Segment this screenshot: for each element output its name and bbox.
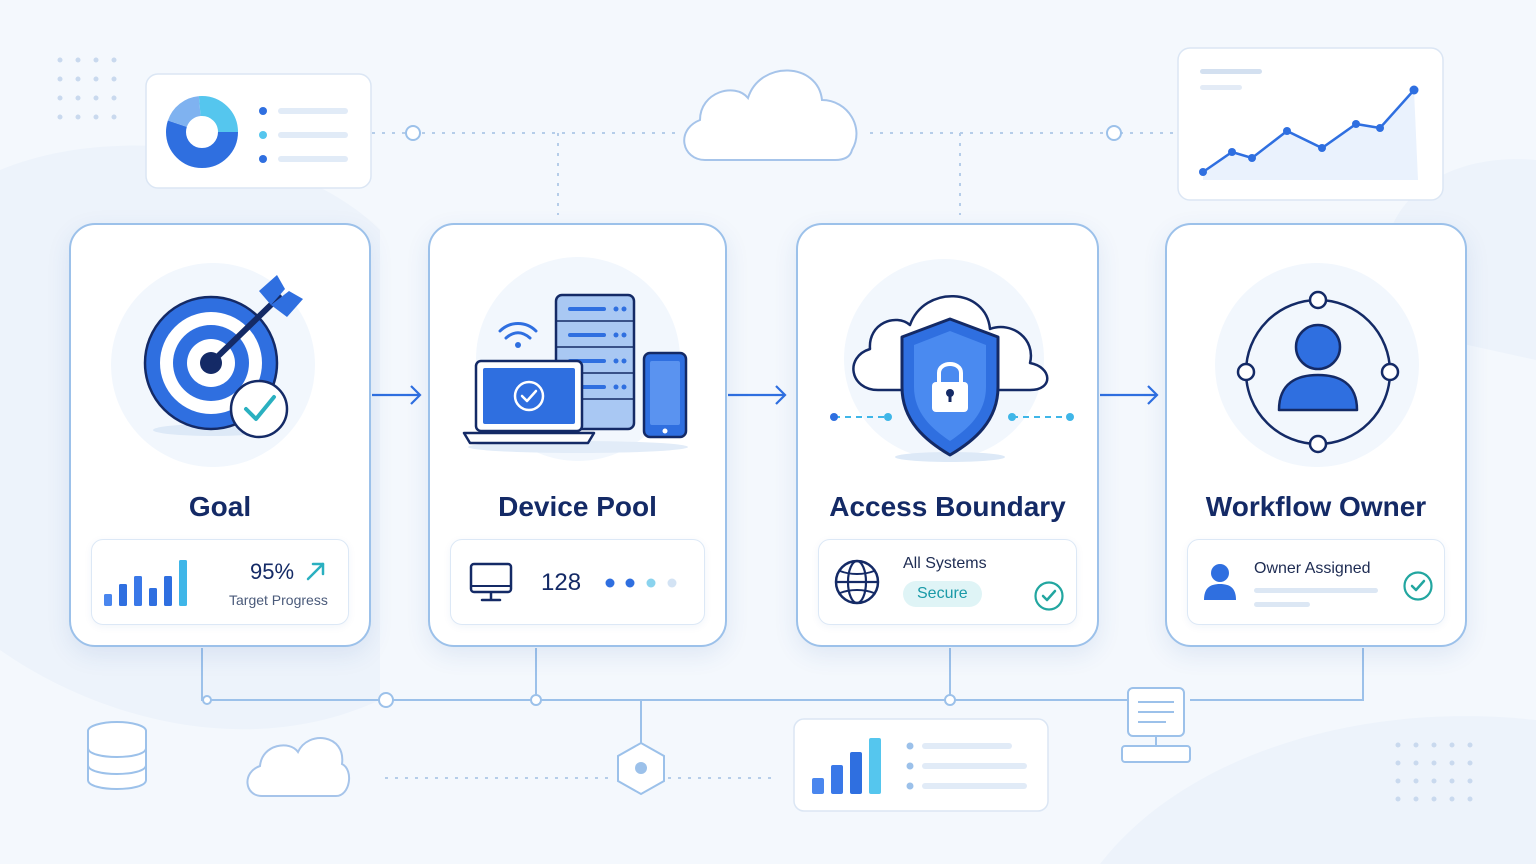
step-card-device-pool[interactable]: Device Pool 128 (428, 223, 727, 647)
cloud-icon (683, 69, 858, 161)
owner-status-label: Owner Assigned (1254, 560, 1371, 577)
check-circle-icon (1034, 581, 1064, 611)
bus-nodes (202, 692, 956, 708)
step-card-workflow-owner[interactable]: Workflow Owner Owner Assigned (1165, 223, 1467, 647)
goal-metric-value: 95% (250, 559, 295, 584)
access-scope-label: All Systems (903, 555, 987, 572)
document-server-icon (1121, 687, 1191, 763)
trend-up-arrow-icon (306, 562, 325, 581)
step-title: Goal (188, 491, 252, 522)
top-connectors (372, 132, 1176, 779)
step-card-access-boundary[interactable]: Access Boundary All Systems Secure (796, 223, 1099, 647)
donut-chart-card (145, 73, 372, 189)
check-circle-icon (1403, 571, 1433, 601)
dot-grid-top-left (57, 57, 117, 120)
device-count-panel: 128 (450, 539, 705, 625)
target-icon (111, 263, 315, 467)
user-icon (1204, 564, 1236, 600)
dot-grid-bottom-right (1395, 742, 1473, 802)
owner-status-panel: Owner Assigned (1187, 539, 1445, 625)
security-status-badge: Secure (903, 581, 982, 607)
monitor-icon (469, 562, 513, 602)
server-rack-icon (554, 293, 636, 431)
hexagon-node-icon (617, 741, 665, 796)
step-title: Access Boundary (829, 491, 1066, 522)
wifi-icon (498, 322, 538, 348)
owner-icon (1215, 263, 1419, 467)
access-scope-panel: All Systems Secure (818, 539, 1077, 625)
flow-arrows (372, 385, 1159, 405)
database-icon (87, 721, 147, 790)
shield-lock-icon (830, 259, 1074, 462)
laptop-icon (462, 359, 596, 445)
cloud-icon (246, 737, 351, 797)
line-chart-card (1177, 47, 1444, 201)
connector-node (405, 125, 421, 141)
step-title: Device Pool (498, 491, 657, 522)
goal-metric-label: Target Progress (229, 592, 328, 608)
devices-icon (462, 257, 688, 461)
globe-icon (834, 559, 880, 605)
step-title: Workflow Owner (1205, 491, 1427, 522)
status-dots (605, 578, 677, 588)
phone-icon (642, 351, 688, 439)
connector-node (1106, 125, 1122, 141)
text-placeholder-lines (1254, 588, 1378, 607)
bar-chart-icon (104, 560, 187, 606)
goal-metric-panel: 95% Target Progress (91, 539, 349, 625)
device-count: 128 (541, 569, 582, 596)
step-card-goal[interactable]: Goal 95% Target Progress (69, 223, 371, 647)
bar-chart-card (793, 718, 1049, 812)
